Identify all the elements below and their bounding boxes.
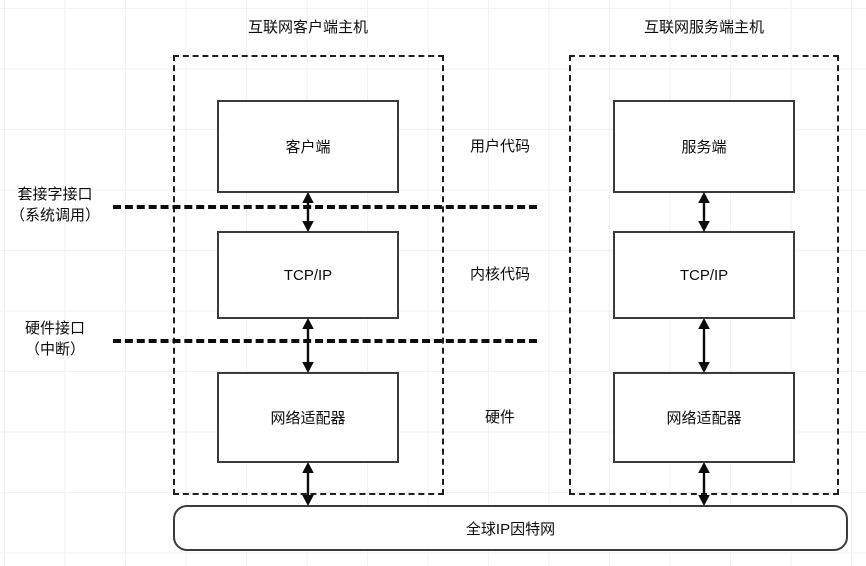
socket-interface-label-line1: 套接字接口	[17, 186, 93, 203]
label-hardware: 硬件	[484, 409, 515, 426]
client-network-adapter-box[interactable]: 网络适配器	[217, 372, 399, 463]
client-host-title: 互联网客户端主机	[247, 19, 368, 36]
hardware-interface-label: 硬件接口 （中断）	[0, 318, 110, 360]
server-host-title: 互联网服务端主机	[643, 19, 764, 36]
server-application-box[interactable]: 服务端	[613, 100, 795, 193]
hardware-interface-label-line2: （中断）	[24, 341, 85, 358]
server-tcpip-box[interactable]: TCP/IP	[613, 231, 795, 319]
server-tcpip-to-adapter-arrow	[692, 318, 716, 373]
server-app-to-tcpip-arrow	[692, 192, 716, 232]
server-adapter-to-internet-arrow	[692, 462, 716, 506]
hardware-interface-line	[113, 339, 537, 343]
client-tcpip-to-adapter-arrow	[296, 318, 320, 373]
client-application-box[interactable]: 客户端	[217, 100, 399, 193]
socket-interface-label: 套接字接口 （系统调用）	[0, 184, 110, 226]
socket-interface-label-line2: （系统调用）	[9, 207, 100, 224]
client-tcpip-box[interactable]: TCP/IP	[217, 231, 399, 319]
socket-interface-line	[113, 205, 537, 209]
global-ip-internet-bar[interactable]: 全球IP因特网	[173, 505, 848, 551]
client-adapter-to-internet-arrow	[296, 462, 320, 506]
server-network-adapter-box[interactable]: 网络适配器	[613, 372, 795, 463]
client-app-to-tcpip-arrow	[296, 192, 320, 232]
hardware-interface-label-line1: 硬件接口	[24, 320, 85, 337]
label-user-code: 用户代码	[469, 138, 530, 155]
label-kernel-code: 内核代码	[469, 266, 530, 283]
